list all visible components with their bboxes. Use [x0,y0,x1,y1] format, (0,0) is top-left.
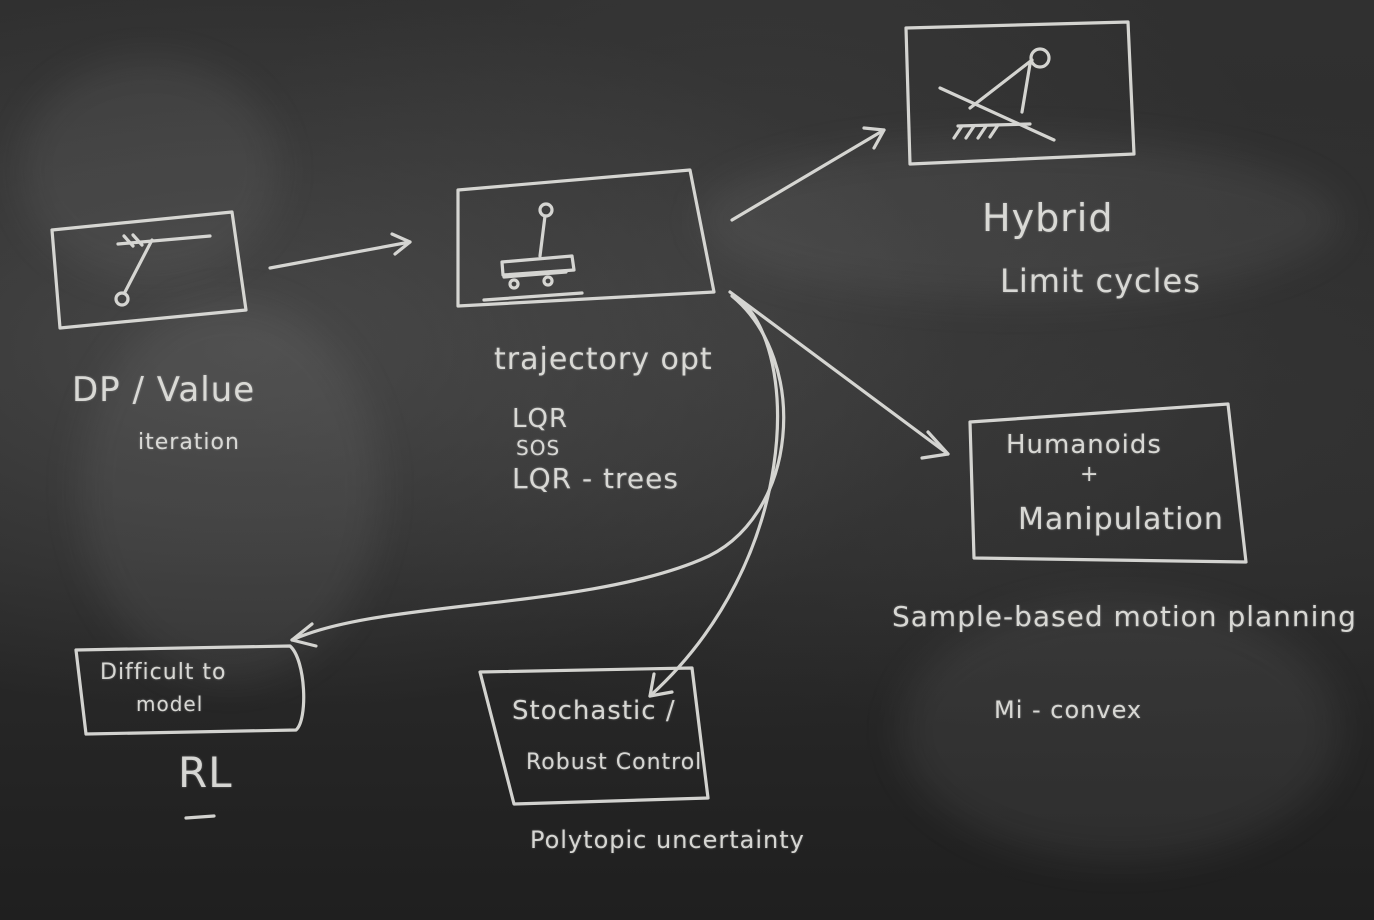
manipulation-label: Manipulation [1018,502,1224,537]
arrow-trajopt-to-humanoids [728,290,950,456]
dp-value-label: DP / Value [72,370,256,410]
motion-planning-label: Sample-based motion planning [892,600,1357,633]
box-stochastic [478,666,710,806]
box-humanoids [968,402,1248,564]
trajopt-item-lqr: LQR [512,404,569,434]
cart-pole-sketch-icon [482,202,584,302]
humanoids-label: Humanoids [1006,430,1162,460]
hybrid-label: Hybrid [982,196,1114,240]
box-hybrid [904,20,1136,166]
model-label: model [136,692,204,716]
arrow-trajopt-to-difficult-model [290,294,786,642]
arrow-trajopt-to-hybrid [730,128,886,222]
arrow-trajopt-to-stochastic [648,298,780,698]
rl-label: RL [178,748,233,797]
compass-walker-sketch-icon [938,47,1056,142]
trajopt-item-sos: SOS [516,436,561,460]
arrow-dp-to-trajopt [268,240,412,270]
trajectory-opt-label: trajectory opt [494,342,713,377]
polytopic-uncertainty-label: Polytopic uncertainty [530,826,805,854]
limit-cycles-label: Limit cycles [1000,262,1201,300]
stochastic-label: Stochastic / [512,696,676,726]
eraser-smear [900,600,1340,860]
eraser-smear [80,300,380,680]
eraser-smear [700,140,1340,300]
difficult-to-label: Difficult to [100,660,227,685]
humanoids-plus: + [1080,462,1100,487]
box-trajectory-opt [456,168,716,308]
robust-control-label: Robust Control [526,750,703,775]
trajopt-item-lqr-trees: LQR - trees [512,462,679,495]
dp-value-sublabel: iteration [138,430,240,455]
box-difficult-model [74,644,306,736]
pendulum-sketch-icon [114,233,212,307]
mi-convex-label: Mi - convex [994,696,1143,724]
box-dp-value [50,210,248,330]
